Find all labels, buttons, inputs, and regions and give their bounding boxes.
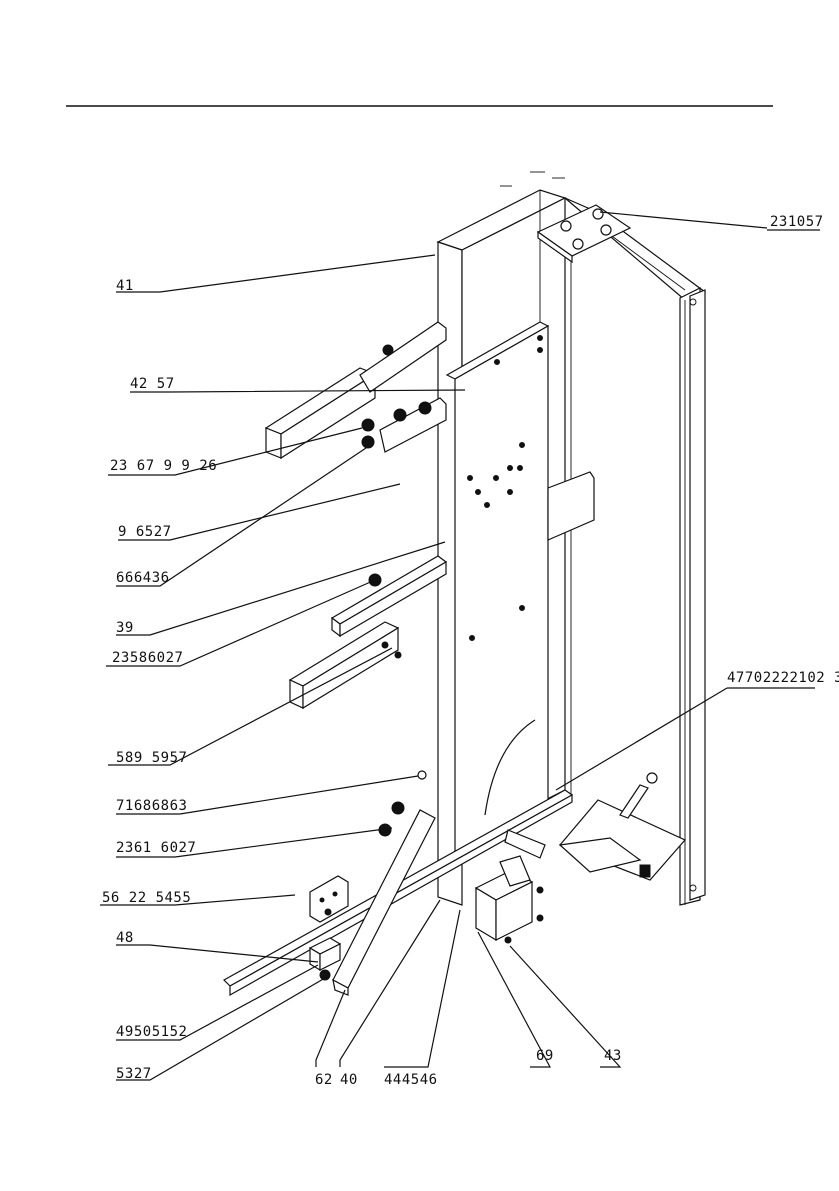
- motor-box: [476, 856, 543, 943]
- knob-1: [392, 802, 404, 814]
- label-589-5957: 589 5957: [116, 750, 187, 766]
- label-9-6527: 9 6527: [118, 524, 172, 540]
- label-62: 62: [315, 1072, 333, 1088]
- label-4770222210-23: 47702222102 3: [727, 670, 839, 686]
- label-39: 39: [116, 620, 134, 636]
- label-43: 43: [604, 1048, 622, 1064]
- label-48: 48: [116, 930, 134, 946]
- label-666436: 666436: [116, 570, 170, 586]
- label-5327: 5327: [116, 1066, 152, 1082]
- label-49505152: 49505152: [116, 1024, 187, 1040]
- label-56-22-5455: 56 22 5455: [102, 890, 191, 906]
- label-71686863: 71686863: [116, 798, 187, 814]
- mounting-plate: [447, 322, 548, 852]
- label-23-67-9-9-26: 23 67 9 9 26: [110, 458, 217, 474]
- bolt-71: [418, 771, 426, 779]
- label-2361-6027: 2361 6027: [116, 840, 196, 856]
- label-42-57: 42 57: [130, 376, 175, 392]
- label-23586027: 23586027: [112, 650, 183, 666]
- label-444546: 444546: [384, 1072, 438, 1088]
- label-231057: 231057: [770, 214, 824, 230]
- label-41: 41: [116, 278, 134, 294]
- label-69: 69: [536, 1048, 554, 1064]
- lower-pad: [290, 622, 401, 708]
- label-40: 40: [340, 1072, 358, 1088]
